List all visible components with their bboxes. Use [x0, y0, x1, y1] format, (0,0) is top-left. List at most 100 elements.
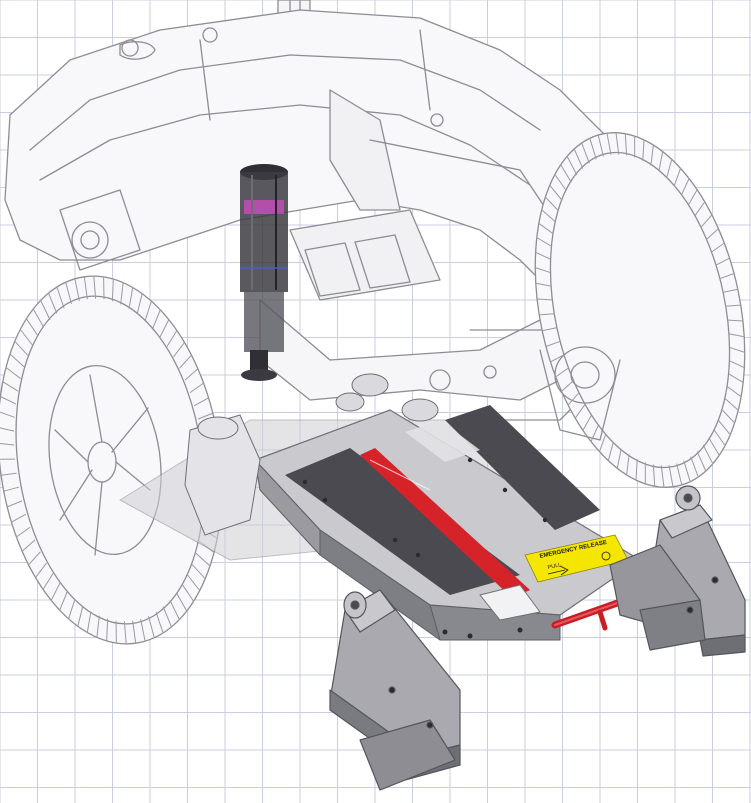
tire-tread-mark: [162, 606, 172, 628]
tire-tread-mark: [140, 619, 146, 642]
tire-tread-mark: [120, 282, 124, 305]
tire-tread-mark: [534, 267, 551, 273]
tire-tread-mark: [606, 132, 612, 155]
tire-tread-mark: [549, 184, 563, 201]
tire-tread-mark: [544, 196, 559, 211]
tire-tread-mark: [582, 415, 592, 431]
tire-tread-mark: [729, 347, 746, 353]
tire-tread-mark: [726, 304, 742, 307]
tire-tread-mark: [729, 360, 745, 369]
tire-tread-mark: [549, 354, 564, 363]
tire-tread-mark: [0, 427, 15, 432]
right-drive-wheel: [534, 132, 746, 488]
tire-tread-mark: [597, 134, 604, 157]
tire-tread-mark: [615, 132, 620, 155]
tire-tread-mark: [706, 228, 719, 240]
hinge-knuckles: [335, 373, 439, 422]
tire-tread-mark: [688, 189, 698, 205]
tire-tread-mark: [32, 308, 44, 328]
locking-actuator-cylinder-icon: [240, 164, 288, 381]
tire-tread-mark: [40, 299, 51, 320]
tire-tread-mark: [21, 539, 36, 552]
tire-tread-mark: [729, 333, 745, 338]
tire-tread-mark: [535, 251, 551, 260]
tire-tread-mark: [721, 409, 736, 424]
tire-tread-mark: [0, 411, 15, 418]
tire-tread-mark: [144, 300, 152, 321]
seat-mount-block: [289, 209, 441, 301]
tire-tread-mark: [635, 459, 638, 481]
tire-tread-mark: [555, 368, 569, 378]
tire-tread-mark: [668, 465, 674, 488]
tire-tread-mark: [25, 318, 39, 336]
tire-tread-mark: [2, 381, 18, 392]
tire-tread-mark: [181, 584, 195, 602]
front-left-bracket: [329, 589, 461, 791]
tire-tread-mark: [545, 341, 560, 347]
tire-tread-mark: [724, 398, 739, 411]
tire-tread-mark: [538, 222, 554, 234]
tire-tread-mark: [616, 448, 622, 469]
tire-tread-mark: [536, 237, 552, 247]
tire-tread-mark: [599, 433, 607, 453]
rear-caster: [184, 414, 261, 536]
tire-tread-mark: [681, 178, 690, 196]
tire-tread-mark: [5, 367, 21, 379]
tire-tread-mark: [83, 276, 88, 300]
tire-tread-mark: [194, 397, 210, 407]
tire-tread-mark: [720, 273, 735, 279]
tire-tread-mark: [726, 386, 742, 398]
tire-tread-mark: [717, 419, 731, 436]
front-right-bracket: [609, 485, 746, 657]
tire-tread-mark: [573, 148, 584, 169]
tire-tread-mark: [566, 155, 578, 176]
tire-tread-mark: [15, 527, 31, 538]
tire-tread-mark: [0, 396, 16, 405]
tire-tread-mark: [589, 137, 597, 160]
tire-tread-mark: [50, 582, 61, 601]
tire-tread-mark: [128, 287, 134, 309]
tire-tread-mark: [650, 144, 654, 166]
tire-tread-mark: [728, 319, 744, 322]
tire-tread-mark: [694, 201, 706, 216]
tire-tread-mark: [42, 573, 54, 590]
tire-tread-mark: [28, 551, 41, 566]
tire-tread-mark: [14, 340, 29, 356]
tire-tread-mark: [155, 611, 164, 634]
tire-tread-mark: [624, 133, 628, 156]
tire-tread-mark: [86, 611, 92, 633]
tire-tread-mark: [56, 286, 65, 309]
tire-tread-mark: [166, 330, 178, 347]
tire-tread-mark: [179, 354, 192, 369]
tire-tread-mark: [35, 562, 47, 579]
tire-tread-mark: [111, 278, 114, 302]
tire-tread-mark: [554, 174, 567, 191]
tire-tread-mark: [666, 158, 673, 179]
tire-tread-mark: [10, 513, 26, 523]
tire-tread-mark: [567, 392, 579, 406]
tire-tread-mark: [123, 621, 127, 645]
tire-tread-mark: [574, 404, 586, 419]
tire-tread-mark: [173, 341, 185, 358]
svg-text:PULL: PULL: [547, 562, 562, 571]
tire-tread-mark: [132, 620, 137, 644]
tire-tread-mark: [159, 319, 170, 338]
tire-tread-mark: [65, 281, 72, 304]
tire-tread-mark: [702, 444, 714, 465]
tire-tread-mark: [59, 591, 68, 611]
tire-tread-mark: [728, 373, 744, 383]
tire-tread-mark: [136, 293, 143, 315]
tire-tread-mark: [96, 615, 100, 638]
tire-tread-mark: [652, 464, 656, 487]
tire-tread-mark: [626, 454, 630, 476]
chair-frame: [59, 189, 601, 421]
wireframe-power-wheelchair-icon: [0, 0, 746, 645]
tire-tread-mark: [535, 282, 551, 287]
tire-tread-mark: [176, 592, 188, 612]
tire-tread-mark: [561, 380, 574, 392]
tire-tread-mark: [189, 382, 205, 393]
tire-tread-mark: [0, 472, 17, 476]
tire-tread-mark: [6, 500, 23, 508]
tire-tread-mark: [658, 151, 664, 172]
